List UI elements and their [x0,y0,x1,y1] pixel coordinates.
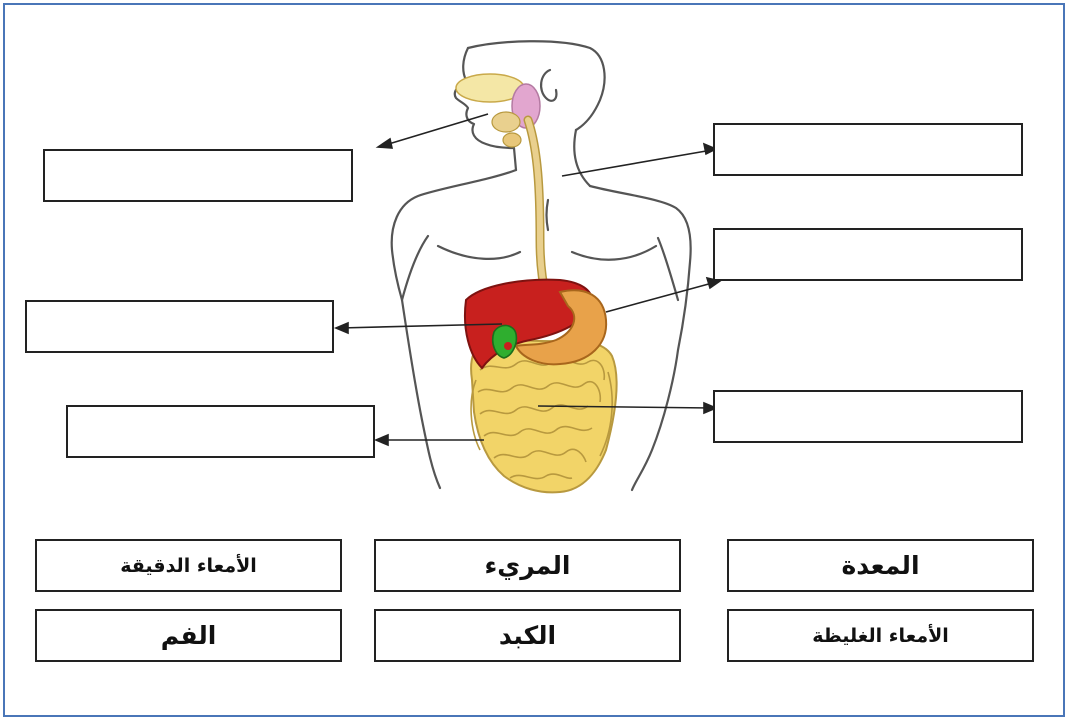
answer-box-small-intestine[interactable] [713,390,1023,443]
word-esophagus[interactable]: المريء [374,539,681,592]
answer-box-liver[interactable] [25,300,334,353]
answer-box-mouth[interactable] [43,149,353,202]
answer-box-esophagus[interactable] [713,123,1023,176]
word-mouth[interactable]: الفم [35,609,342,662]
word-stomach[interactable]: المعدة [727,539,1034,592]
answer-box-stomach[interactable] [713,228,1023,281]
word-large-intestine[interactable]: الأمعاء الغليظة [727,609,1034,662]
word-small-intestine[interactable]: الأمعاء الدقيقة [35,539,342,592]
head-organs [456,74,540,147]
word-liver[interactable]: الكبد [374,609,681,662]
answer-box-large-intestine[interactable] [66,405,375,458]
